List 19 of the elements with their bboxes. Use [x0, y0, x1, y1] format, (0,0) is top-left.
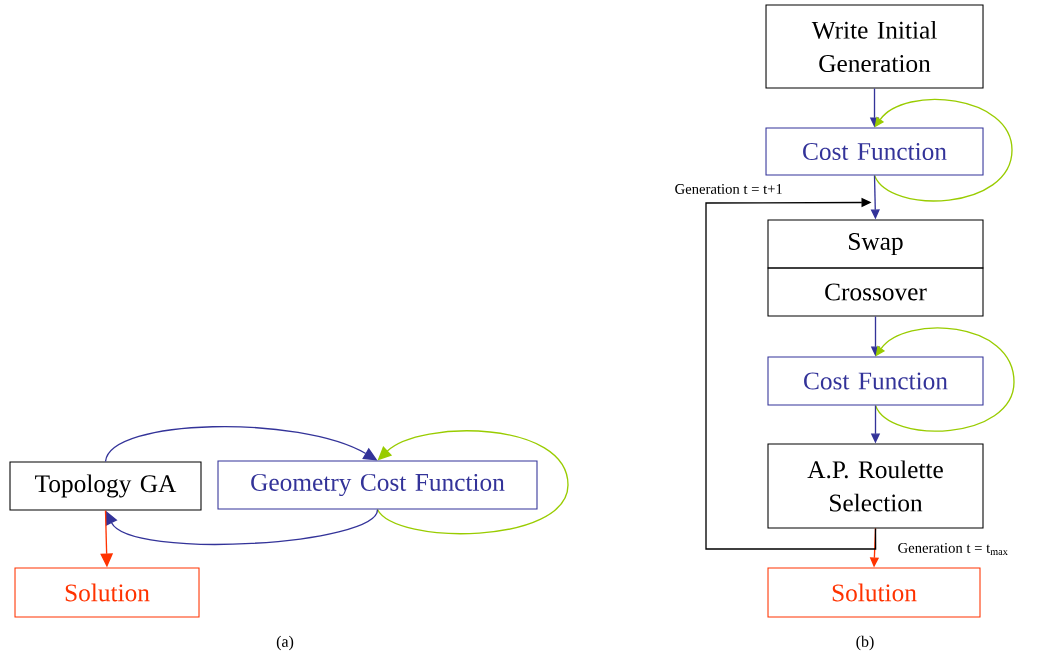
arrow: [874, 327, 1015, 432]
process-box: Crossover: [767, 267, 984, 317]
process-box: Write Initial Generation: [765, 4, 984, 89]
subfigure-label: (b): [856, 635, 874, 651]
process-box: Cost Function: [765, 127, 984, 176]
process-box: Solution: [767, 567, 981, 618]
process-box: Geometry Cost Function: [217, 460, 538, 510]
edge-label: Generation t = t$_{max}$: [896, 541, 1010, 557]
process-box: Cost Function: [767, 356, 984, 406]
subfigure-label: (a): [276, 635, 294, 651]
process-box: Swap: [767, 219, 984, 269]
arrow: [376, 430, 569, 535]
arrow: [705, 197, 877, 550]
arrow: [105, 508, 379, 546]
edge-label: Generation t = t+1: [673, 182, 785, 196]
arrow: [873, 98, 1013, 202]
process-box: A.P. Roulette Selection: [767, 443, 984, 529]
process-box: Solution: [14, 567, 200, 618]
process-box: Topology GA: [9, 461, 202, 511]
